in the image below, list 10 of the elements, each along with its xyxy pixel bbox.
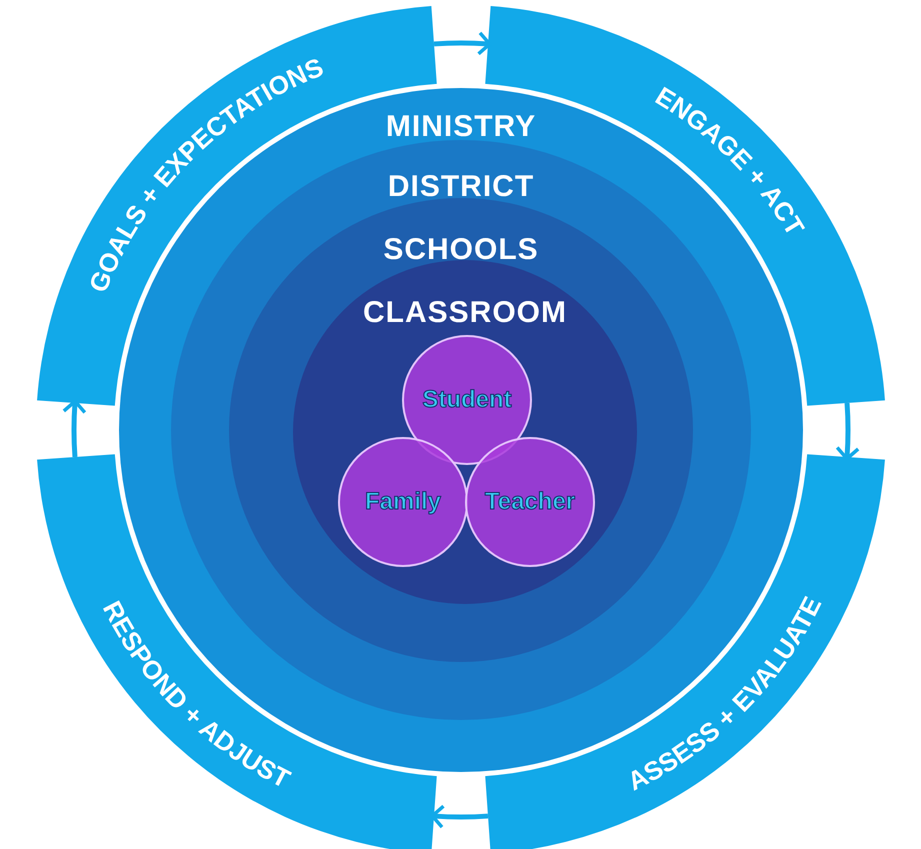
chevron-arrow [430, 804, 488, 829]
chevron-arrow [62, 400, 87, 458]
level-label: CLASSROOM [362, 296, 568, 330]
chevron-arrow [434, 31, 492, 56]
role-label: Student [422, 386, 512, 414]
level-label: SCHOOLS [382, 233, 540, 267]
chevron-arrow [835, 402, 860, 460]
role-label: Family [364, 488, 442, 516]
level-label: DISTRICT [386, 170, 536, 204]
role-label: Teacher [484, 488, 576, 516]
